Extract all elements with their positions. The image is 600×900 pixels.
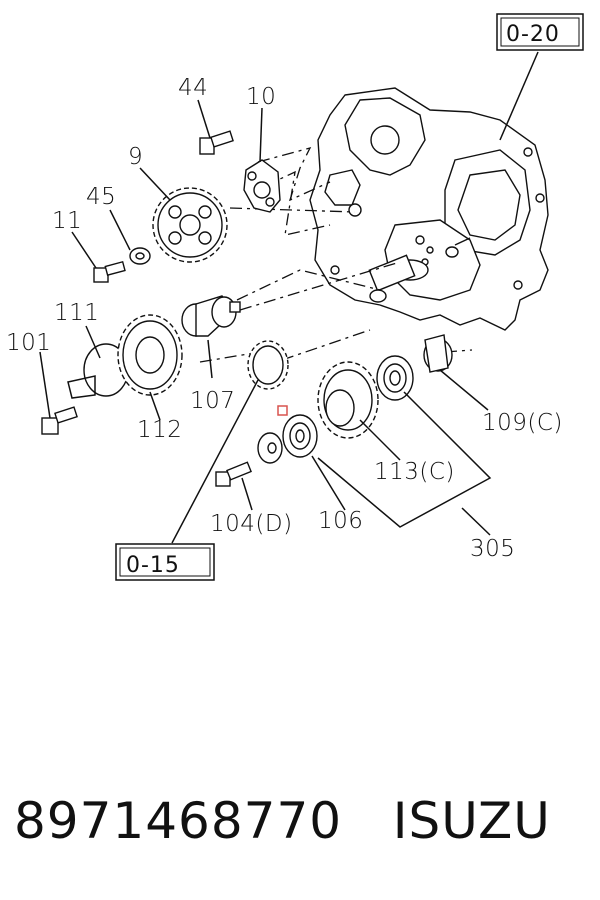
bushing <box>423 334 453 373</box>
callout-305: 305 <box>470 536 515 562</box>
callout-107: 107 <box>190 388 235 414</box>
gear-112 <box>117 314 183 396</box>
bolt-11 <box>93 260 126 283</box>
callout-9: 9 <box>128 144 143 170</box>
gasket-10 <box>243 159 281 213</box>
washer-45 <box>129 247 151 265</box>
callout-10: 10 <box>246 84 276 110</box>
marker-square <box>277 405 288 416</box>
callout-111: 111 <box>54 300 99 326</box>
callout-45: 45 <box>86 184 116 210</box>
gear-case-housing <box>309 87 549 331</box>
callout-104: 104(D) <box>210 511 293 537</box>
thrust-washer <box>257 432 283 464</box>
callout-106: 106 <box>318 508 363 534</box>
callout-113: 113(C) <box>374 459 455 485</box>
shaft-107 <box>181 295 241 337</box>
plate-111 <box>67 343 129 399</box>
ref-label-0-15: 0-15 <box>126 553 180 578</box>
bolt-104 <box>215 461 252 487</box>
ref-box-top-right[interactable]: 0-20 <box>496 13 584 51</box>
callout-44: 44 <box>178 75 208 101</box>
gear-9 <box>152 187 228 263</box>
small-gear <box>247 340 289 390</box>
bolt-44 <box>199 130 234 155</box>
leader-lines <box>39 51 539 544</box>
callout-112: 112 <box>137 417 182 443</box>
bearing-109 <box>376 355 414 401</box>
gear-113 <box>317 361 379 439</box>
ref-box-bottom-left[interactable]: 0-15 <box>115 543 215 581</box>
bolt-101 <box>41 406 78 435</box>
exploded-parts-diagram: 44 10 9 45 11 111 101 107 112 109(C) 113… <box>6 13 584 581</box>
callout-109: 109(C) <box>482 410 563 436</box>
bearing-106 <box>282 414 318 458</box>
callout-11: 11 <box>52 208 82 234</box>
part-number-caption: 8971468770 ISUZU <box>14 792 551 850</box>
ref-label-0-20: 0-20 <box>506 22 560 47</box>
callout-101: 101 <box>6 330 51 356</box>
